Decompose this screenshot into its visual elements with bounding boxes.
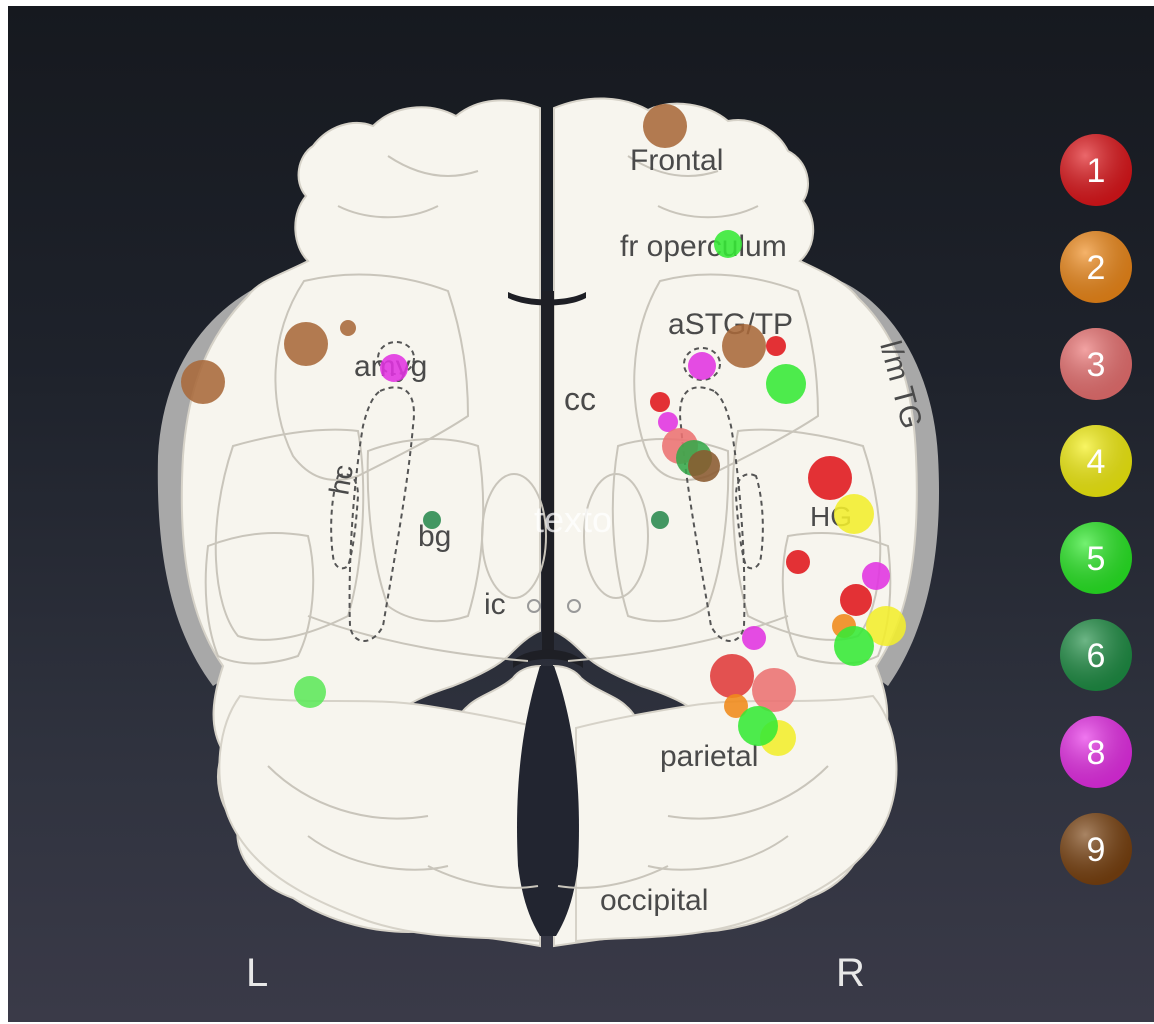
legend-item: 6 [1060,619,1132,691]
midline [542,291,554,651]
legend-item: 2 [1060,231,1132,303]
activation-dot [840,584,872,616]
side-label-right: R [836,951,865,995]
activation-dot [722,324,766,368]
legend-item: 8 [1060,716,1132,788]
region-label-occipital: occipital [600,884,708,917]
activation-dot [284,322,328,366]
legend-item: 5 [1060,522,1132,594]
activation-dot [688,450,720,482]
activation-dot [643,104,687,148]
activation-dot [834,626,874,666]
region-label-frontal: Frontal [630,144,723,177]
color-legend: 1 2 3 4 5 6 8 9 [1060,134,1132,885]
activation-dot [181,360,225,404]
brain-diagram: Frontal fr operculum aSTG/TP l/m TG cc i… [8,6,1154,1022]
legend-item: 4 [1060,425,1132,497]
legend-label: 4 [1087,443,1106,481]
activation-dot [766,336,786,356]
region-label-fr-operculum: fr operculum [620,230,787,263]
legend-label: 5 [1087,540,1106,578]
legend-label: 3 [1087,346,1106,384]
activation-dot [294,676,326,708]
legend-label: 1 [1087,152,1106,190]
activation-dot [738,706,778,746]
activation-dot [340,320,356,336]
activation-dot [423,511,441,529]
activation-dot [714,230,742,258]
legend-item: 1 [1060,134,1132,206]
region-label-ic: ic [484,588,506,621]
activation-dot [766,364,806,404]
legend-item: 3 [1060,328,1132,400]
activation-dot [688,352,716,380]
activation-dot [651,511,669,529]
activation-dot [786,550,810,574]
figure-frame: Frontal fr operculum aSTG/TP l/m TG cc i… [8,6,1154,1022]
midline-bottom-notch [513,650,583,668]
activation-dot [380,354,408,382]
activation-dot [862,562,890,590]
overlay-watermark-text: texto [534,499,612,540]
activation-dot [752,668,796,712]
activation-dot [808,456,852,500]
region-label-hc: hc [323,463,359,498]
activation-dot [710,654,754,698]
legend-label: 8 [1087,734,1106,772]
activation-dot [834,494,874,534]
region-label-cc: cc [564,381,596,417]
region-label-parietal: parietal [660,740,758,773]
legend-item: 9 [1060,813,1132,885]
activation-dot [742,626,766,650]
side-label-left: L [246,951,268,995]
legend-label: 9 [1087,831,1106,869]
legend-label: 6 [1087,637,1106,675]
activation-dot [650,392,670,412]
legend-label: 2 [1087,249,1106,287]
